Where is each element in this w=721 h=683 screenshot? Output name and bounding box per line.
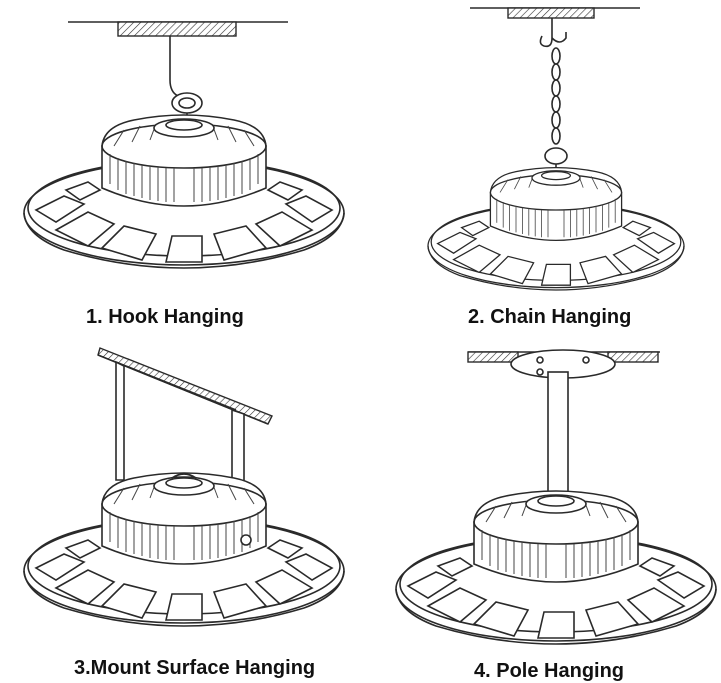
caption-mount-surface-hanging: 3.Mount Surface Hanging — [74, 657, 316, 679]
ufo-high-bay-light-icon — [23, 472, 345, 627]
caption-chain-hanging: 2. Chain Hanging — [468, 306, 632, 328]
ufo-high-bay-light-icon — [427, 166, 685, 291]
ufo-high-bay-light-icon — [395, 490, 717, 645]
ufo-high-bay-light-icon — [23, 114, 345, 269]
bracket-yoke — [171, 473, 197, 479]
ceiling-plate — [507, 7, 595, 19]
pole-hanging-panel — [395, 349, 717, 645]
pole-icon — [547, 371, 569, 499]
mounting-bracket-icon — [115, 360, 125, 481]
ceiling-hook-icon — [539, 18, 553, 48]
eye-hook-icon — [169, 79, 179, 97]
mount-surface-hanging-panel — [23, 347, 345, 627]
chain-hanging-panel — [427, 7, 685, 291]
hook-hanging-panel — [23, 21, 345, 269]
caption-hook-hanging: 1. Hook Hanging — [86, 306, 244, 328]
ceiling-plate — [117, 21, 237, 37]
caption-pole-hanging: 4. Pole Hanging — [474, 660, 625, 682]
chain-icon — [551, 47, 561, 145]
